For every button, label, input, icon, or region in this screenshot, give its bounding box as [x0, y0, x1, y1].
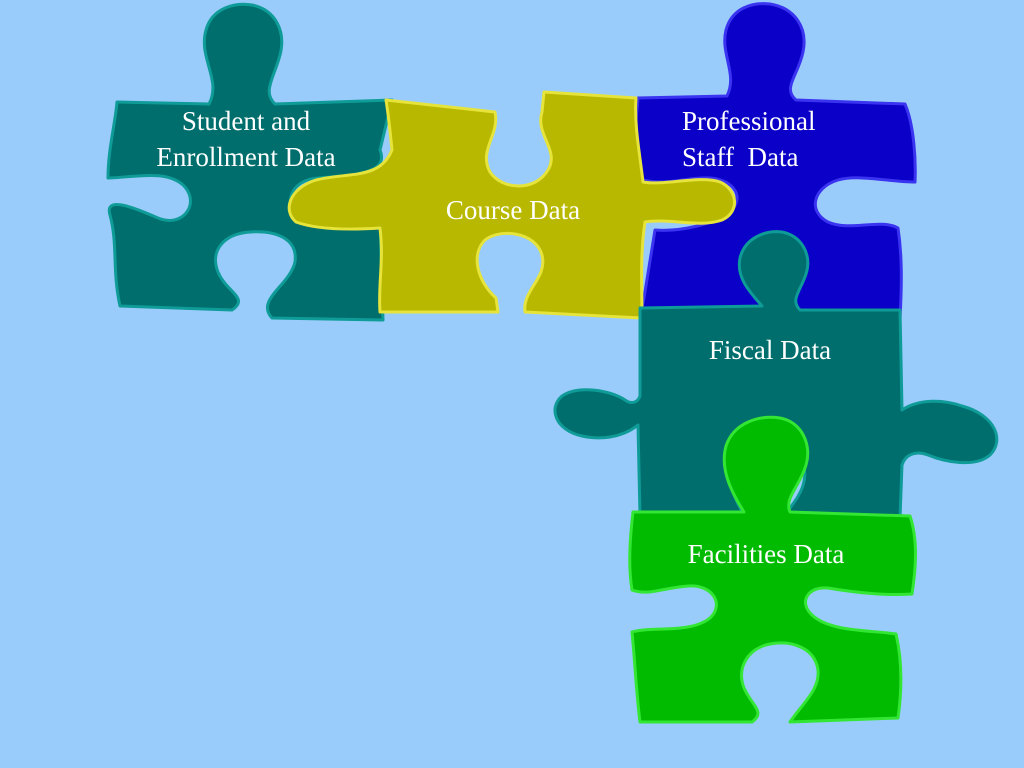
- puzzle-piece-facilities: [628, 415, 917, 724]
- puzzle-piece-fiscal: [553, 230, 999, 520]
- puzzle-piece-student: [106, 2, 394, 322]
- puzzle-piece-course: [287, 90, 736, 320]
- puzzle-piece-professional: [633, 2, 917, 320]
